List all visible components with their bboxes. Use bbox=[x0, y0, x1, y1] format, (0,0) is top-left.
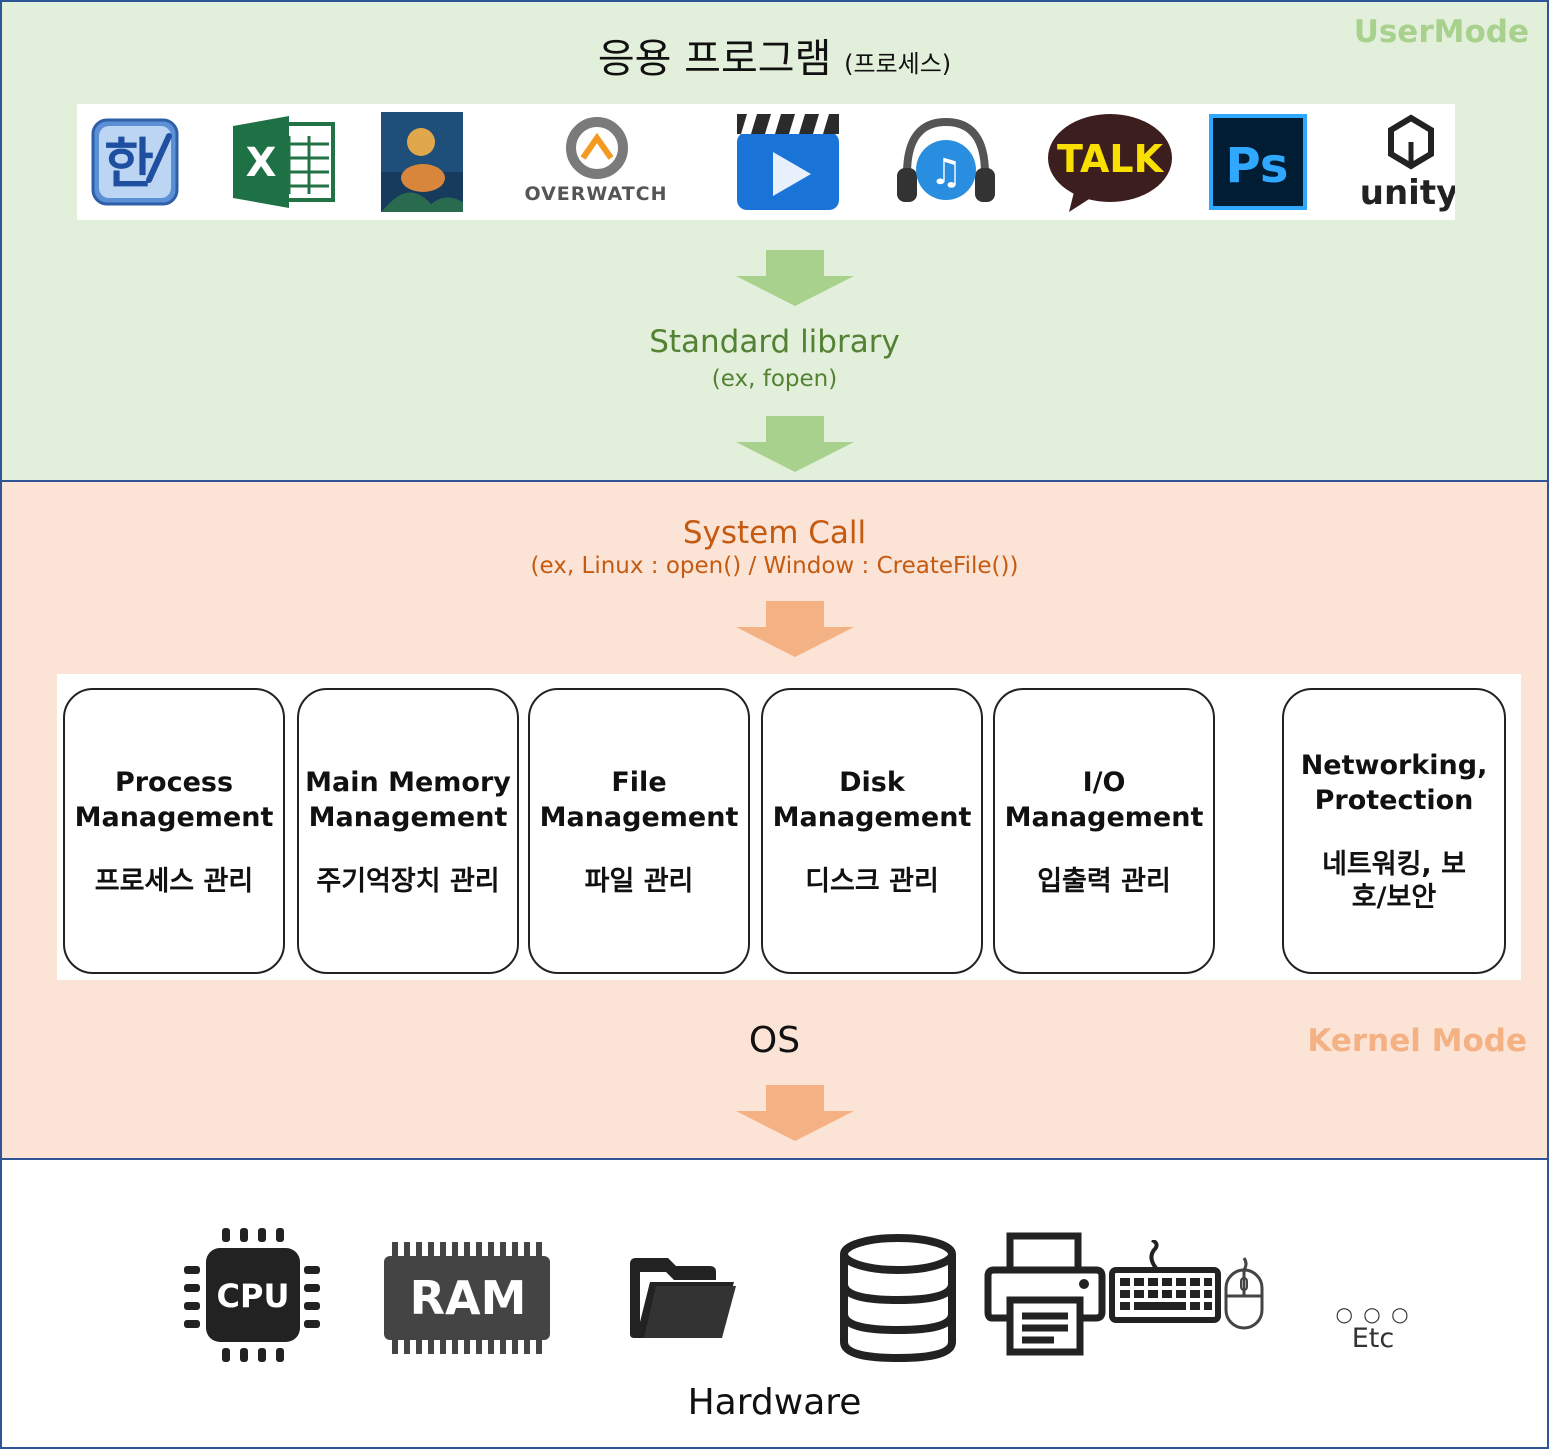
printer-icon bbox=[984, 1232, 1106, 1356]
module-networking-protection: Networking, Protection 네트워킹, 보호/보안 bbox=[1282, 688, 1506, 974]
module-disk-management: Disk Management 디스크 관리 bbox=[761, 688, 983, 974]
module-process-management: Process Management 프로세스 관리 bbox=[63, 688, 285, 974]
application-title-main: 응용 프로그램 bbox=[597, 36, 832, 82]
module-korean-name: 디스크 관리 bbox=[805, 865, 939, 897]
module-name: File Management bbox=[539, 766, 739, 833]
music-player-icon: ♫ bbox=[897, 117, 995, 202]
module-korean-name: 파일 관리 bbox=[584, 865, 694, 897]
down-arrow-icon bbox=[736, 601, 854, 657]
hardware-label: Hardware bbox=[687, 1382, 862, 1423]
photoshop-icon-text: Ps bbox=[1226, 138, 1289, 194]
down-arrow-icon bbox=[736, 250, 854, 306]
down-arrow-icon bbox=[736, 1085, 854, 1141]
app-icon-strip: 한 X OVERWATCH bbox=[77, 104, 1455, 220]
module-name: Disk Management bbox=[772, 766, 972, 833]
overwatch-icon-text: OVERWATCH bbox=[524, 183, 667, 205]
photoshop-icon: Ps bbox=[1209, 114, 1307, 210]
cpu-icon-text: CPU bbox=[217, 1277, 290, 1315]
kakaotalk-icon: TALK bbox=[1048, 114, 1172, 212]
database-icon bbox=[840, 1234, 956, 1363]
module-io-management: I/O Management 입출력 관리 bbox=[993, 688, 1215, 974]
system-call-example: (ex, Linux : open() / Window : CreateFil… bbox=[530, 553, 1019, 579]
down-arrow-icon bbox=[736, 416, 854, 472]
module-korean-name: 입출력 관리 bbox=[1037, 865, 1171, 897]
kernel-mode-label: Kernel Mode bbox=[1307, 1023, 1527, 1059]
module-name: Process Management bbox=[74, 766, 274, 833]
keyboard-icon bbox=[1109, 1240, 1221, 1323]
os-module-strip: Process Management 프로세스 관리 Main Memory M… bbox=[57, 674, 1521, 980]
ram-icon: RAM bbox=[384, 1242, 550, 1354]
video-player-icon bbox=[737, 114, 839, 210]
module-file-management: File Management 파일 관리 bbox=[528, 688, 750, 974]
folder-icon bbox=[630, 1258, 736, 1338]
cpu-icon: CPU bbox=[184, 1228, 320, 1362]
game-art-icon bbox=[381, 112, 463, 212]
module-korean-name: 프로세스 관리 bbox=[94, 865, 254, 897]
module-name: Networking, Protection bbox=[1300, 750, 1488, 816]
excel-icon: X bbox=[233, 116, 335, 208]
ram-icon-text: RAM bbox=[410, 1271, 527, 1325]
module-name: Main Memory Management bbox=[305, 766, 511, 833]
application-title: 응용 프로그램 (프로세스) bbox=[0, 26, 1549, 84]
music-icon-text: ♫ bbox=[930, 152, 962, 193]
module-korean-name: 주기억장치 관리 bbox=[316, 865, 500, 897]
user-mode-section bbox=[0, 0, 1549, 482]
standard-library-example: (ex, fopen) bbox=[711, 366, 838, 392]
user-mode-label: UserMode bbox=[1353, 14, 1529, 50]
unity-icon-text: unity bbox=[1361, 173, 1455, 212]
hangul-word-processor-icon: 한 bbox=[91, 118, 179, 206]
kakaotalk-icon-text: TALK bbox=[1057, 137, 1165, 181]
etc-label: Etc bbox=[1351, 1323, 1395, 1354]
module-name: I/O Management bbox=[1004, 766, 1204, 833]
hangul-icon-text: 한 bbox=[104, 132, 154, 195]
unity-icon: unity bbox=[1361, 114, 1455, 212]
module-korean-name: 네트워킹, 보호/보안 bbox=[1322, 849, 1466, 913]
overwatch-icon: OVERWATCH bbox=[524, 117, 667, 205]
system-call-title: System Call bbox=[682, 515, 867, 551]
mouse-icon bbox=[1224, 1257, 1264, 1330]
module-main-memory-management: Main Memory Management 주기억장치 관리 bbox=[297, 688, 519, 974]
standard-library-title: Standard library bbox=[649, 324, 900, 360]
excel-icon-text: X bbox=[246, 140, 277, 186]
etc-group: ○ ○ ○ Etc bbox=[1335, 1302, 1411, 1354]
os-label: OS bbox=[748, 1020, 801, 1061]
etc-dots: ○ ○ ○ bbox=[1335, 1302, 1411, 1326]
application-title-sub: (프로세스) bbox=[844, 50, 952, 78]
